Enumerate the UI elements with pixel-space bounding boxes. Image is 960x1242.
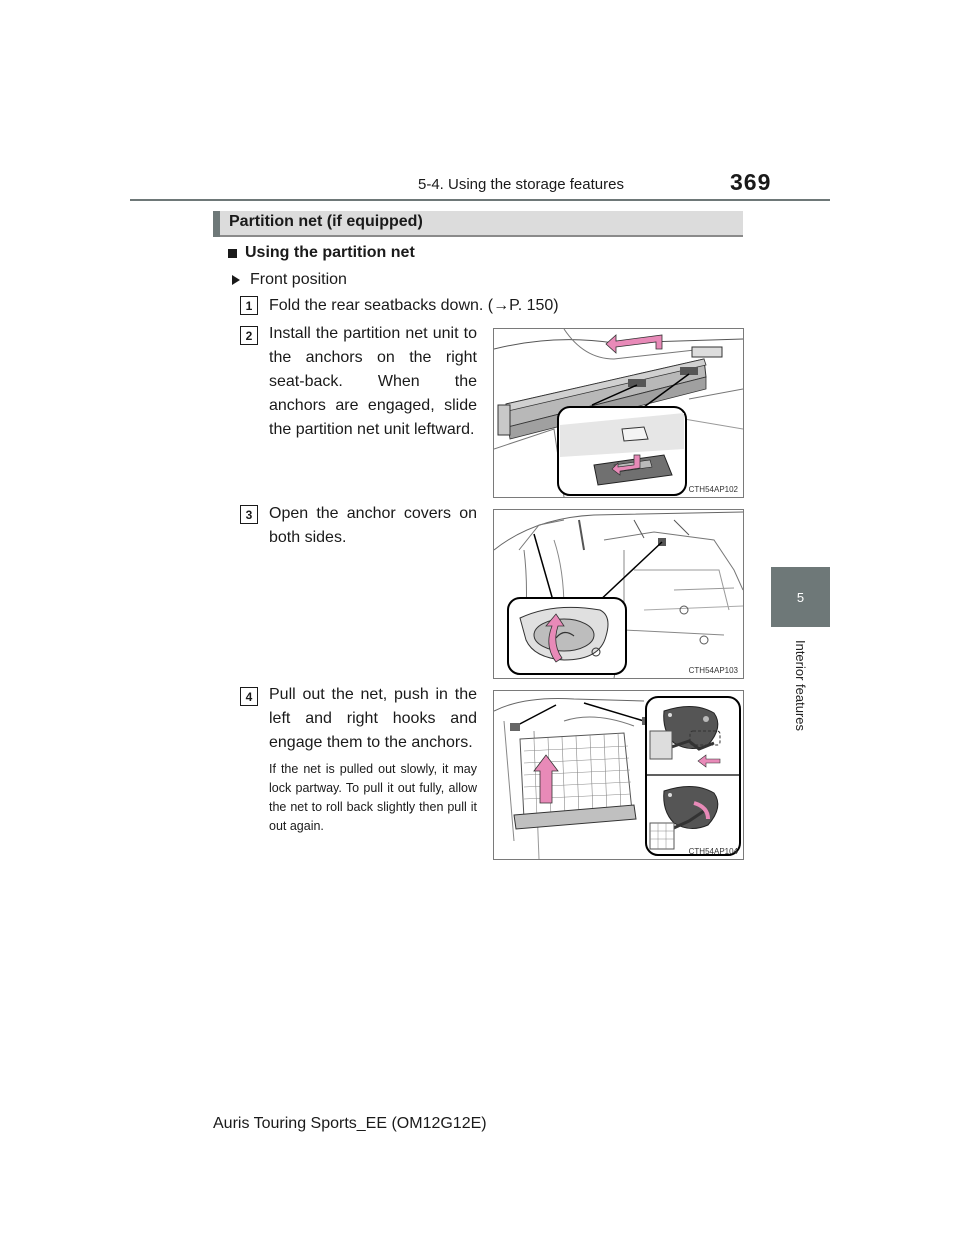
step-number-2: 2 xyxy=(240,326,258,345)
footer-model-text: Auris Touring Sports_EE (OM12G12E) xyxy=(213,1115,487,1132)
position-heading: Front position xyxy=(232,271,347,289)
chapter-tab: 5 xyxy=(771,567,830,627)
subsection-title: Using the partition net xyxy=(245,244,415,261)
anchor-covers-illustration xyxy=(494,511,743,678)
triangle-bullet-icon xyxy=(232,275,240,285)
figure-anchor-covers: CTH54AP103 xyxy=(493,509,744,679)
figure-pull-net: CTH54AP104 xyxy=(493,690,744,860)
note-text: If the net is pulled out slowly, it may … xyxy=(269,762,477,833)
install-unit-illustration xyxy=(494,329,743,497)
section-heading-bar: Partition net (if equipped) xyxy=(213,211,743,237)
pull-net-illustration xyxy=(494,696,741,859)
chapter-number: 5 xyxy=(796,589,805,605)
section-bar-marker xyxy=(213,211,220,237)
page-number: 369 xyxy=(730,169,772,195)
section-title: Partition net (if equipped) xyxy=(229,213,423,230)
header-rule xyxy=(130,199,830,201)
step-number-4: 4 xyxy=(240,687,258,706)
chapter-label-wrapper: Interior features xyxy=(756,639,846,731)
step-text-4: Pull out the net, push in the left and r… xyxy=(269,686,477,751)
header-section-title: 5-4. Using the storage features xyxy=(418,176,624,193)
figure-code: CTH54AP102 xyxy=(688,485,738,494)
figure-code: CTH54AP104 xyxy=(688,847,738,856)
step-number-1: 1 xyxy=(240,296,258,315)
figure-code: CTH54AP103 xyxy=(688,666,738,675)
subsection-heading: Using the partition net xyxy=(228,244,415,262)
square-bullet-icon xyxy=(228,248,237,258)
step-text-2: Install the partition net unit to the an… xyxy=(269,325,477,438)
step-text-1: Fold the rear seatbacks down. (→P. 150) xyxy=(269,297,559,314)
step-text-3: Open the anchor covers on both sides. xyxy=(269,505,477,546)
figure-install-unit: CTH54AP102 xyxy=(493,328,744,498)
step-number-3: 3 xyxy=(240,505,258,524)
chapter-label: Interior features xyxy=(793,639,809,731)
position-label: Front position xyxy=(250,271,347,288)
